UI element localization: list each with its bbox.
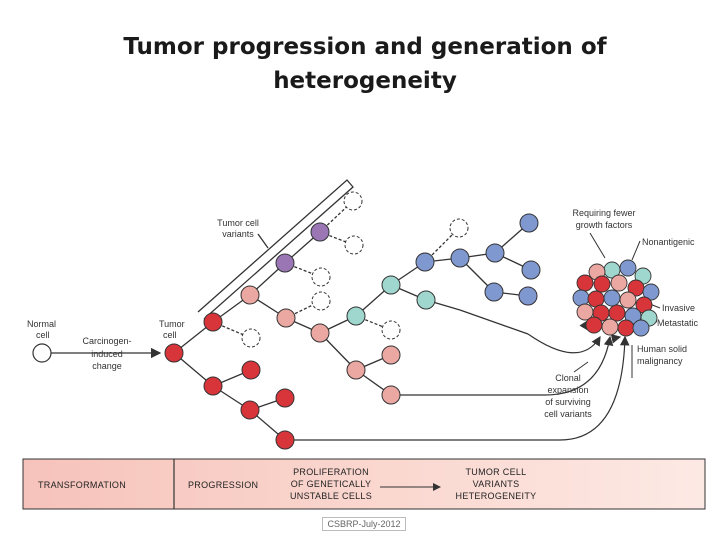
cell-teal	[346, 306, 366, 326]
cell-dead	[241, 328, 261, 348]
cell-blue	[484, 282, 504, 302]
cell-dead	[344, 235, 364, 255]
slide-title: Tumor progression and generation of hete…	[60, 30, 670, 98]
cell-dead	[343, 191, 363, 211]
cell-red	[275, 388, 295, 408]
footer-text: CSBRP-July-2012	[322, 517, 406, 531]
cell-blue	[521, 260, 541, 280]
normal-cell	[32, 343, 52, 363]
cell-teal	[381, 275, 401, 295]
cell-blue	[519, 213, 539, 233]
cell-red	[203, 376, 223, 396]
variants-bracket	[197, 179, 354, 320]
cell-blue	[485, 243, 505, 263]
cell-red	[240, 400, 260, 420]
clonal-expansion-arrows	[285, 320, 630, 441]
cell-blue	[450, 248, 470, 268]
title-line-1: Tumor progression and generation of	[123, 34, 607, 60]
cell-dead	[311, 291, 331, 311]
cell-pink	[240, 285, 260, 305]
cell-red	[241, 360, 261, 380]
cell-pink	[381, 345, 401, 365]
cell-purple	[275, 253, 295, 273]
cell-teal	[416, 290, 436, 310]
stage-band: TRANSFORMATION PROGRESSION PROLIFERATION…	[22, 458, 706, 510]
cell-red	[275, 430, 295, 450]
tumor-cell	[164, 343, 184, 363]
band-transformation: TRANSFORMATION	[38, 480, 126, 490]
label-metastatic: Metastatic	[657, 318, 699, 328]
cell-blue	[415, 252, 435, 272]
cell-dead	[381, 320, 401, 340]
tumor-mass	[572, 259, 660, 337]
label-invasive: Invasive	[662, 303, 695, 313]
footer: CSBRP-July-2012	[0, 517, 728, 531]
cells	[164, 191, 541, 450]
title-line-2: heterogeneity	[273, 68, 457, 94]
cell-pink	[381, 385, 401, 405]
band-progression: PROGRESSION	[188, 480, 258, 490]
cell-dead	[449, 218, 469, 238]
cell-dead	[311, 267, 331, 287]
label-nonantigenic: Nonantigenic	[642, 237, 695, 247]
cell-pink	[346, 360, 366, 380]
cell-red	[203, 312, 223, 332]
cell-pink	[276, 308, 296, 328]
cell-blue	[518, 286, 538, 306]
cell-purple	[310, 222, 330, 242]
cell-pink	[310, 323, 330, 343]
